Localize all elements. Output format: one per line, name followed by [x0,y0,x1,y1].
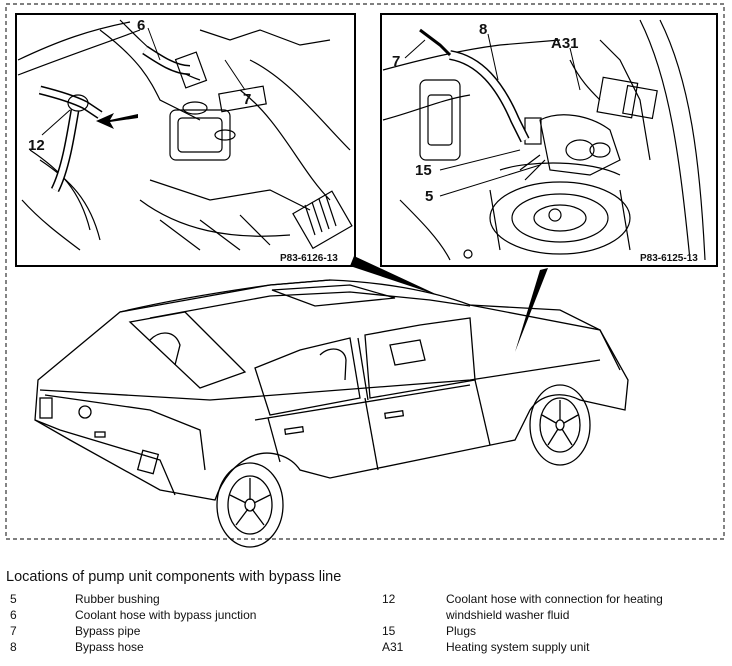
legend-text: Plugs [446,624,477,638]
left-inset: 6 7 12 P83-6126-13 [15,13,356,267]
legend-text: Bypass pipe [75,624,141,638]
callout-7: 7 [392,53,400,70]
legend-number: A31 [382,640,404,654]
figure-code: P83-6125-13 [640,253,698,264]
pointer-left-inset [350,256,440,296]
legend-number: 12 [382,592,396,606]
callout-5: 5 [425,188,433,205]
legend-row: A31 Heating system supply unit [382,639,706,655]
legend-row: 5 Rubber bushing [10,591,335,607]
direction-arrow [96,113,138,129]
legend-row: 12 Coolant hose with connection for heati… [382,591,706,623]
component-location-diagram: 6 7 12 P83-6126-13 [5,3,725,548]
figure-caption: Locations of pump unit components with b… [6,569,342,585]
legend-text: Coolant hose with bypass junction [75,608,257,622]
legend-row: 8 Bypass hose [10,639,335,655]
callout-7: 7 [243,91,251,108]
legend-number: 7 [10,624,17,638]
legend-row: 15 Plugs [382,623,706,639]
legend-number: 5 [10,592,17,606]
callout-12: 12 [28,137,45,154]
sedan-illustration [34,279,629,548]
callout-a31: A31 [551,35,579,52]
legend-text: Rubber bushing [75,592,160,606]
legend-number: 6 [10,608,17,622]
pointer-right-inset [515,268,548,352]
legend-text: Heating system supply unit [446,640,590,654]
callout-15: 15 [415,162,432,179]
legend-number: 15 [382,624,396,638]
dashed-frame [5,3,725,540]
legend-row: 7 Bypass pipe [10,623,335,639]
callout-6: 6 [137,17,145,34]
legend-number: 8 [10,640,17,654]
legend-right: 12 Coolant hose with connection for heati… [382,591,706,655]
figure-code: P83-6126-13 [280,253,338,264]
right-inset: 7 8 A31 15 5 P83-6125-13 [380,13,718,267]
legend-text: Coolant hose with connection for heating… [446,592,663,622]
legend-row: 6 Coolant hose with bypass junction [10,607,335,623]
callout-8: 8 [479,21,487,38]
legend-text: Bypass hose [75,640,144,654]
legend-left: 5 Rubber bushing 6 Coolant hose with bypas… [10,591,335,655]
